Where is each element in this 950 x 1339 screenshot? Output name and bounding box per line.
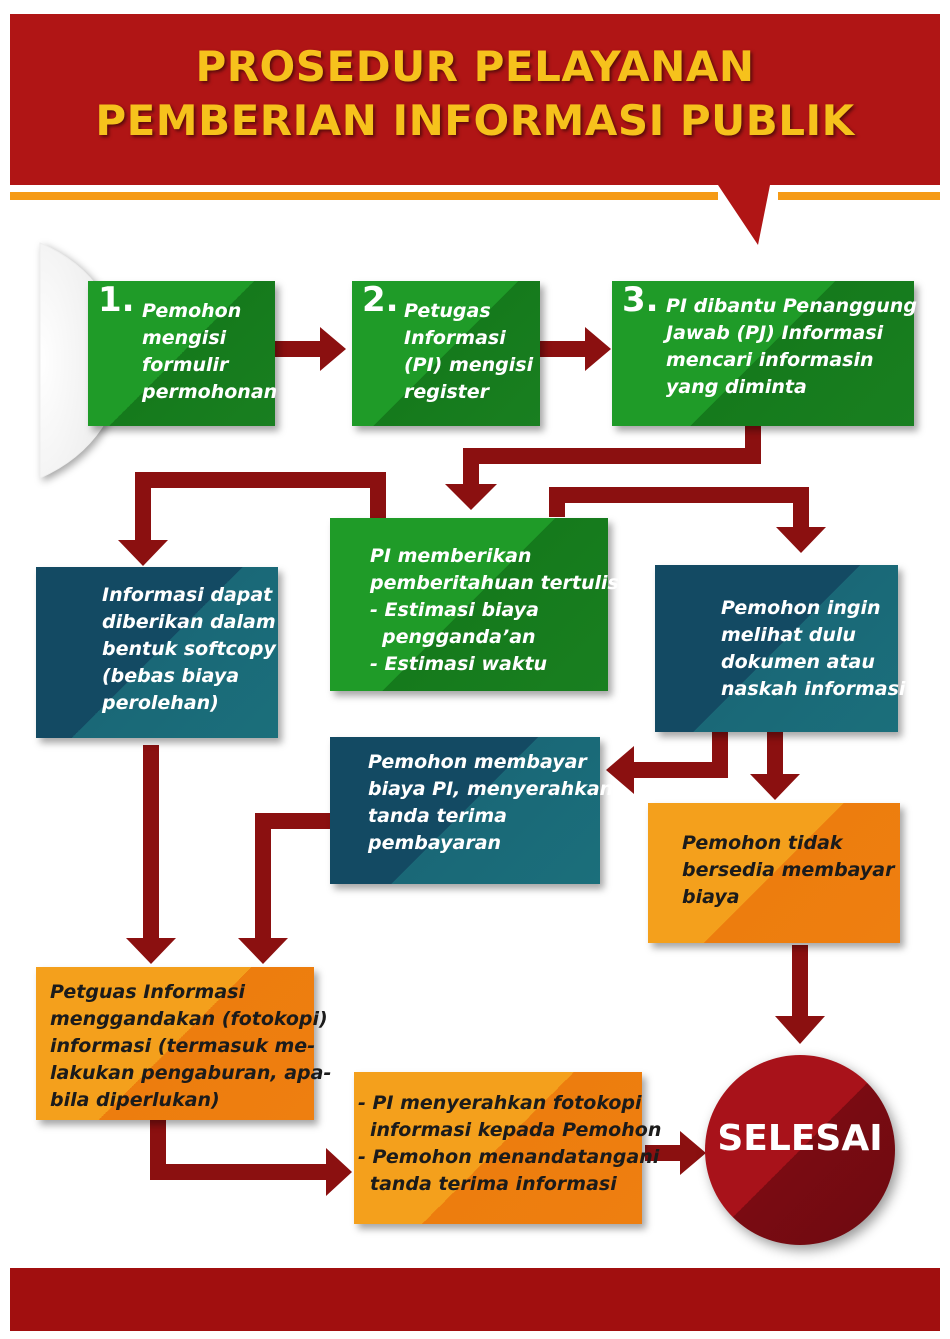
arrow-step3-notice <box>445 424 761 510</box>
arrow-step2-step3 <box>540 327 611 371</box>
step-3-line: PI dibantu Penanggung <box>666 295 917 317</box>
step-2-line: Informasi <box>404 327 506 349</box>
handover-line: tanda terima informasi <box>370 1173 617 1195</box>
pay-line: Pemohon membayar <box>368 751 587 773</box>
step-3-line: Jawab (PJ) Informasi <box>666 322 884 344</box>
arrow-notice-softcopy <box>118 472 386 566</box>
arrow-notice-view-doc <box>549 487 826 553</box>
page-title: PROSEDUR PELAYANAN PEMBERIAN INFORMASI P… <box>10 40 940 148</box>
pay-line: pembayaran <box>368 832 502 854</box>
step-2-box: 2. Petugas Informasi (PI) mengisi regist… <box>352 281 540 426</box>
copy-line: lakukan pengaburan, apa- <box>50 1062 332 1084</box>
arrow-step1-step2 <box>275 327 346 371</box>
step-1-number: 1. <box>98 280 135 320</box>
handover-line: - PI menyerahkan fotokopi <box>358 1092 642 1114</box>
step-1-line: Pemohon <box>142 300 242 322</box>
pay-line: biaya PI, menyerahkan <box>368 778 614 800</box>
arrow-copy-handover <box>150 1120 352 1196</box>
notice-line: - Estimasi waktu <box>370 653 548 675</box>
copy-line: Petguas Informasi <box>50 981 245 1003</box>
step-1-line: mengisi <box>142 327 227 349</box>
arrow-softcopy-copy <box>126 745 176 964</box>
copy-line: menggandakan (fotokopi) <box>50 1008 328 1030</box>
title-line-1: PROSEDUR PELAYANAN <box>195 42 755 91</box>
step-2-line: Petugas <box>404 300 491 322</box>
arrow-view-doc-no-pay <box>750 732 800 800</box>
no-pay-line: Pemohon tidak <box>682 832 843 854</box>
notice-box: PI memberikan pemberitahuan tertulis - E… <box>330 518 619 691</box>
step-2-line: register <box>404 381 490 403</box>
arrow-handover-end <box>645 1131 706 1175</box>
step-3-line: mencari informasin <box>666 349 874 371</box>
no-pay-line: bersedia membayar <box>682 859 895 881</box>
notice-line: PI memberikan <box>370 545 532 567</box>
softcopy-line: bentuk softcopy <box>102 638 276 660</box>
no-pay-box: Pemohon tidak bersedia membayar biaya <box>648 803 900 943</box>
arrow-view-doc-pay <box>606 730 728 794</box>
softcopy-line: diberikan dalam <box>102 611 276 633</box>
copy-line: informasi (termasuk me- <box>50 1035 316 1057</box>
handover-line: - Pemohon menandatangani <box>358 1146 660 1168</box>
arrow-no-pay-end <box>775 945 825 1044</box>
handover-line: informasi kepada Pemohon <box>370 1119 662 1141</box>
end-label: SELESAI <box>717 1118 883 1159</box>
end-circle <box>705 1055 895 1245</box>
footer-band <box>10 1268 940 1331</box>
step-1-box: 1. Pemohon mengisi formulir permohonan <box>88 280 278 426</box>
softcopy-line: Informasi dapat <box>102 584 273 606</box>
notice-line: - Estimasi biaya <box>370 599 539 621</box>
step-2-number: 2. <box>362 280 399 320</box>
copy-line: bila diperlukan) <box>50 1089 220 1111</box>
title-line-2: PEMBERIAN INFORMASI PUBLIK <box>95 96 855 145</box>
softcopy-line: (bebas biaya <box>102 665 240 687</box>
notice-line: pemberitahuan tertulis <box>370 572 619 594</box>
view-doc-line: melihat dulu <box>721 624 856 646</box>
handover-box: - PI menyerahkan fotokopi informasi kepa… <box>354 1072 661 1224</box>
arrows <box>118 327 826 1196</box>
arrow-pay-copy <box>238 813 332 964</box>
softcopy-box: Informasi dapat diberikan dalam bentuk s… <box>36 567 278 738</box>
pay-line: tanda terima <box>368 805 507 827</box>
no-pay-line: biaya <box>682 886 740 908</box>
view-doc-line: dokumen atau <box>721 651 875 673</box>
softcopy-line: perolehan) <box>102 692 219 714</box>
step-3-line: yang diminta <box>666 376 807 398</box>
step-2-line: (PI) mengisi <box>404 354 534 376</box>
pay-box: Pemohon membayar biaya PI, menyerahkan t… <box>330 737 613 884</box>
notice-line: pengganda’an <box>382 626 536 648</box>
step-3-box: 3. PI dibantu Penanggung Jawab (PJ) Info… <box>612 280 917 426</box>
step-1-line: permohonan <box>142 381 278 403</box>
step-3-number: 3. <box>622 280 659 320</box>
view-doc-line: Pemohon ingin <box>721 597 881 619</box>
header-banner <box>10 14 940 245</box>
step-1-line: formulir <box>142 354 229 376</box>
view-doc-box: Pemohon ingin melihat dulu dokumen atau … <box>655 565 905 732</box>
view-doc-line: naskah informasi <box>721 678 906 700</box>
copy-box: Petguas Informasi menggandakan (fotokopi… <box>36 967 331 1120</box>
